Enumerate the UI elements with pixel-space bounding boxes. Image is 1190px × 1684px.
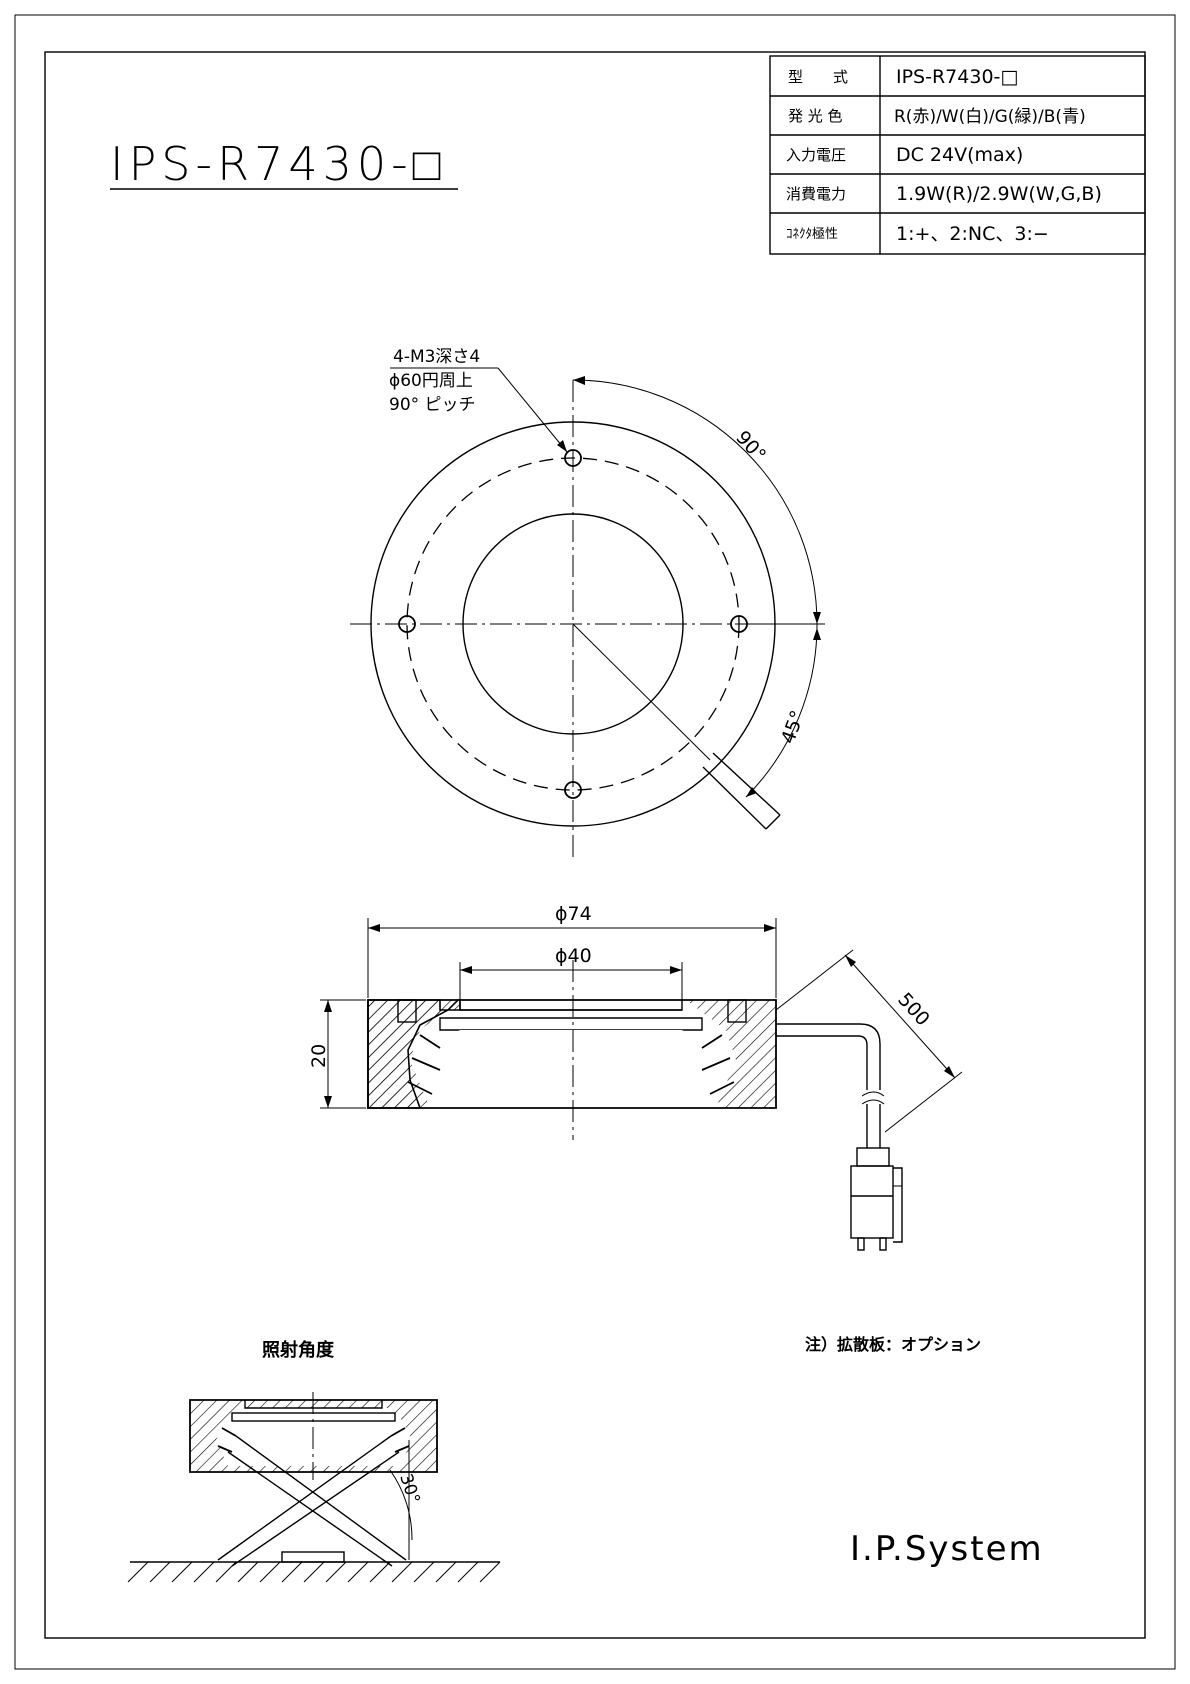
- cable-top-edge: [712, 752, 781, 816]
- inner-frame: [44, 51, 1146, 1639]
- spec-table: 型 式 IPS-R7430-□ 発 光 色 R(赤)/W(白)/G(緑)/B(青…: [769, 55, 1146, 255]
- top-view: 90° 45° 4-M3深さ4 ϕ60円周上 90° ピッチ: [350, 347, 825, 860]
- hole-leader-line: [497, 367, 568, 453]
- hole-note-line2: ϕ60円周上: [389, 371, 473, 391]
- angle-label-90: 90°: [731, 427, 770, 467]
- screw-slot-left: [397, 999, 417, 1023]
- angle-arc-90: [572, 379, 818, 625]
- light-ray-left-lower: [227, 1451, 393, 1567]
- cable-upper-edge: [776, 1023, 881, 1090]
- spec-label-color: 発 光 色: [788, 107, 843, 125]
- spec-label-model: 型 式: [788, 68, 848, 86]
- angle-arc-30: [389, 1469, 413, 1541]
- angle-heading: 照射角度: [262, 1339, 335, 1361]
- body-outline: [367, 999, 777, 1109]
- spec-value-model: IPS-R7430-□: [896, 66, 1018, 88]
- dim-line-cable: [844, 954, 956, 1079]
- dim-cable-length: 500: [893, 989, 934, 1031]
- dim-inner-diameter: ϕ40: [555, 945, 592, 967]
- cable-axis-line: [572, 623, 711, 761]
- dim-outer-diameter: ϕ74: [555, 903, 592, 925]
- connector-plug: [850, 1147, 903, 1251]
- diffuser-note: 注）拡散板：オプション: [805, 1335, 981, 1354]
- diffuser-plate: [439, 1017, 703, 1031]
- spec-value-connector: 1:+、2:NC、3:−: [896, 223, 1049, 245]
- ground-hatch: [127, 1561, 501, 1583]
- dim-height: 20: [308, 1044, 330, 1068]
- spec-value-power: 1.9W(R)/2.9W(W,G,B): [896, 183, 1102, 205]
- hole-note-line3: 90° ピッチ: [389, 395, 476, 415]
- screw-slot-right: [727, 999, 747, 1023]
- cable-bottom-edge: [702, 766, 767, 830]
- hole-note-line1: 4-M3深さ4: [393, 347, 480, 367]
- drawing-title: IPS-R7430-□: [110, 137, 446, 191]
- angle-label-30: 30°: [395, 1471, 423, 1506]
- spec-value-voltage: DC 24V(max): [896, 144, 1023, 166]
- spec-value-color: R(赤)/W(白)/G(緑)/B(青): [894, 107, 1086, 127]
- spec-label-power: 消費電力: [786, 185, 846, 203]
- target-object: [281, 1551, 345, 1563]
- spec-label-connector: ｺﾈｸﾀ極性: [786, 226, 838, 242]
- company-name: I.P.System: [850, 1529, 1044, 1569]
- side-view: ϕ74 ϕ40 20: [308, 903, 963, 1251]
- light-ray-left-upper: [235, 1435, 407, 1561]
- angle-label-45: 45°: [777, 708, 809, 747]
- spec-label-voltage: 入力電圧: [786, 146, 846, 164]
- mount-hole-bottom: [564, 781, 582, 799]
- light-ray-right-lower: [231, 1451, 400, 1567]
- mini-body-outline: [189, 1399, 438, 1473]
- outer-frame: [14, 14, 1176, 1670]
- cable-lower-edge: [776, 1035, 868, 1090]
- irradiation-angle-view: 照射角度 30°: [127, 1339, 501, 1583]
- light-ray-right-upper: [217, 1435, 392, 1561]
- mount-hole-left: [398, 615, 416, 633]
- mount-hole-top: [564, 449, 582, 467]
- angle-arc-45: [745, 623, 818, 798]
